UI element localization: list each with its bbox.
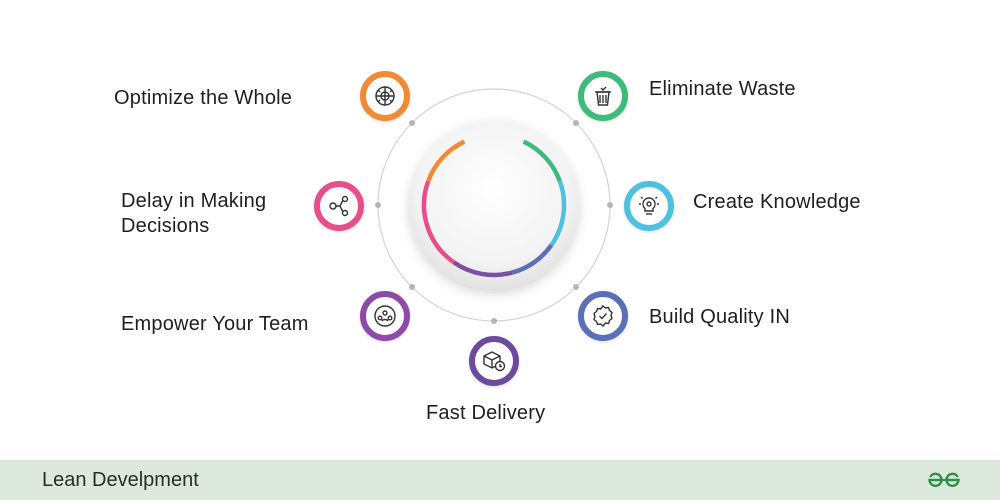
label-empower-your-team: Empower Your Team (121, 313, 309, 335)
connector-dot (491, 318, 497, 324)
center-disc (410, 121, 578, 289)
geeksforgeeks-logo (928, 472, 960, 487)
lean-diagram: Optimize the Whole Eliminate Waste Delay… (114, 71, 861, 424)
arc-pink (421, 180, 456, 265)
fast-delivery-node (469, 336, 519, 386)
lightbulb-icon (639, 196, 659, 215)
arc-green (522, 139, 562, 182)
empower-your-team-node (360, 291, 410, 341)
eliminate-waste-node (578, 71, 628, 121)
footer-title: Lean Develpment (42, 469, 199, 491)
label-create-knowledge: Create Knowledge (693, 191, 861, 213)
arc-cyan (549, 180, 567, 247)
center-arc-ring (421, 139, 567, 278)
label-delay-in-making-decisions: Delay in Making Decisions (121, 190, 267, 237)
connector-dots (375, 120, 613, 324)
diagram-rings (375, 88, 613, 324)
footer-bar: Lean Develpment (0, 460, 1000, 500)
delay-in-making-decisions-node (314, 181, 364, 231)
quality-badge-icon (593, 305, 613, 327)
connector-dot (409, 284, 415, 290)
connector-dot (573, 284, 579, 290)
arc-blue (511, 243, 554, 275)
connector-dot (607, 202, 613, 208)
package-clock-icon (483, 351, 506, 372)
arc-orange (426, 139, 466, 182)
label-build-quality-in: Build Quality IN (649, 306, 791, 328)
connector-dot (409, 120, 415, 126)
connector-dot (375, 202, 381, 208)
arc-purple (452, 260, 513, 278)
trash-bin-icon (595, 86, 611, 106)
optimize-the-whole-node (360, 71, 410, 121)
connector-dot (573, 120, 579, 126)
label-eliminate-waste: Eliminate Waste (649, 78, 796, 100)
create-knowledge-node (624, 181, 674, 231)
build-quality-in-node (578, 291, 628, 341)
globe-gear-icon (375, 86, 395, 106)
label-fast-delivery: Fast Delivery (426, 402, 546, 424)
team-network-icon (374, 305, 396, 327)
label-optimize-the-whole: Optimize the Whole (114, 87, 293, 109)
decision-tree-icon (329, 195, 349, 217)
